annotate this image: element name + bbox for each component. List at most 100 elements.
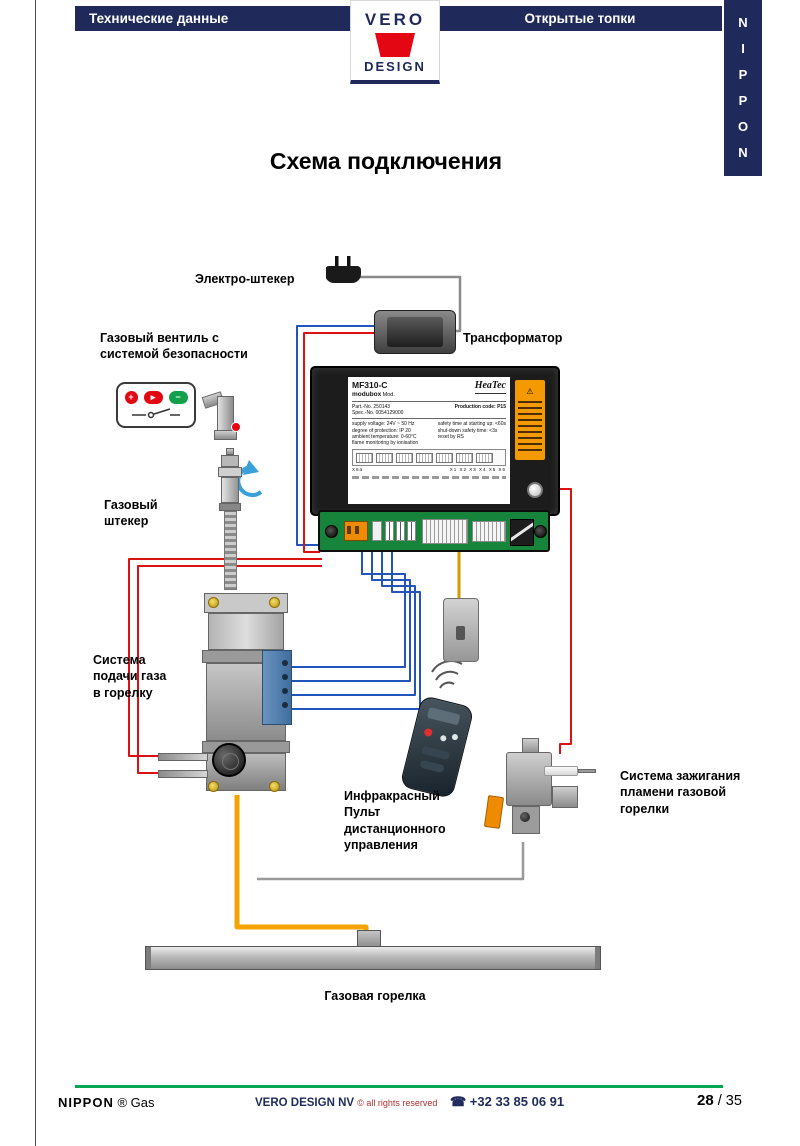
label-burner: Газовая горелка (324, 989, 426, 1003)
rotate-arrowhead-icon (243, 460, 259, 475)
ignition-unit (483, 734, 614, 846)
label-electro-plug: Электро-штекер (195, 272, 295, 286)
blue-terminal-3 (282, 688, 288, 694)
arrow-symbol-icon: ▸ (143, 391, 163, 404)
label-ignition: Система зажигания пламени газовой горелк… (620, 769, 741, 816)
ignition-valve-body (506, 752, 552, 806)
control-box-production-code: Production code: P15 (454, 403, 506, 410)
pin-connector-2 (396, 521, 405, 541)
transformer-device (374, 310, 456, 354)
valve-blue-wire-3 (292, 551, 416, 696)
footer-phone: ☎ +32 33 85 06 91 (450, 1094, 565, 1109)
switch-symbol-icon (132, 408, 180, 419)
terminal-labels-x1-x6: X1 X2 X3 X4 X5 X6 (449, 467, 506, 473)
control-box-mf310c: MF310-C modubox Mod. HeaTec Part.-No. 25… (310, 366, 560, 516)
remote-display (426, 706, 461, 726)
spark-plug-tip (578, 769, 596, 773)
footer-page-current: 28 (697, 1092, 714, 1109)
footer-company: VERO DESIGN NV © all rights reserved (255, 1097, 437, 1109)
header-tab-technical-data: Технические данные (75, 6, 352, 31)
nippon-vertical-banner: N I P P O N (724, 0, 762, 176)
header-tab-technical-data-label: Технические данные (89, 11, 229, 26)
bolt-bottom-left (208, 781, 219, 792)
electro-plug-icon (326, 256, 361, 283)
footer-page-total: / 35 (717, 1093, 742, 1109)
terminal-strip-pcb (318, 510, 550, 552)
gas-plug-device (216, 448, 246, 590)
bolt-top-left (208, 597, 219, 608)
remote-button-2 (451, 733, 459, 741)
header-tab-open-fireplaces-label: Открытые топки (524, 11, 636, 26)
spark-plug-ceramic (544, 766, 578, 776)
pin-connector-1 (385, 521, 394, 541)
strip-screw-left (325, 525, 338, 538)
warning-triangle-icon: ⚠ (526, 387, 534, 396)
header-tab-open-fireplaces: Открытые топки (438, 6, 722, 31)
label-transformer: Трансформатор (463, 331, 563, 345)
remote-rocker-1 (420, 745, 451, 761)
gas-hose-corrugated (224, 511, 237, 590)
ir-signal-arc-1 (439, 681, 455, 689)
gas-burner-bar (145, 946, 601, 970)
terminal-pictogram-row (352, 449, 506, 467)
transformer-core (387, 317, 443, 347)
control-box-submodel: modubox (352, 390, 382, 398)
valve-base (214, 430, 237, 440)
control-box-model: MF310-C (352, 380, 388, 390)
page-title: Схема подключения (269, 148, 503, 174)
terminal-label-x6a: X6a (352, 467, 364, 473)
orange-connector (344, 521, 368, 541)
ir-signal-arc-2 (435, 670, 459, 681)
ignition-red-wire-right (556, 488, 572, 754)
gas-supply-unit (202, 593, 292, 797)
sensor-slot (456, 626, 465, 640)
gray-control-cable (257, 842, 525, 881)
ignition-bolt (520, 812, 530, 822)
warning-sticker-text-lines (518, 401, 542, 455)
logo-design-text: DESIGN (364, 59, 426, 74)
reset-button (527, 482, 543, 498)
valve-red-button (231, 422, 241, 432)
gas-unit-upper-body (208, 613, 284, 650)
white-connector-small (372, 521, 382, 541)
ir-signal-arc-3 (431, 660, 463, 673)
control-box-label: MF310-C modubox Mod. HeaTec Part.-No. 25… (348, 377, 510, 504)
gas-unit-blue-connector (262, 650, 292, 725)
valve-blue-wire-2 (292, 551, 411, 682)
control-box-specs-left: supply voltage: 24V ~ 50 Hz degree of pr… (352, 421, 419, 446)
blue-terminal-2 (282, 674, 288, 680)
safety-pictogram-panel: + ▸ − (116, 382, 196, 428)
ignition-electrode-2 (158, 770, 208, 778)
vero-design-logo: VERO DESIGN (350, 0, 440, 84)
strip-screw-right (534, 525, 547, 538)
plus-symbol-icon: + (124, 391, 138, 404)
multipin-connector-right (472, 521, 506, 542)
logo-red-mark-icon (375, 33, 415, 57)
footer-nippon-gas: NIPPON ® Gas (58, 1095, 155, 1110)
dark-jumper-block (510, 519, 534, 546)
page-left-rule (35, 0, 36, 1146)
ignition-side-block (552, 786, 578, 808)
warning-sticker: ⚠ (515, 380, 545, 460)
label-gas-supply: Система подачи газа в горелку (93, 653, 167, 700)
pin-connector-3 (407, 521, 416, 541)
valve-blue-wire-1 (292, 551, 406, 668)
multipin-connector-wide (422, 519, 468, 544)
control-box-specs-right: safety time at starting up: <60s shut-do… (437, 421, 506, 440)
footer-nippon-suffix: ® Gas (117, 1095, 155, 1110)
gas-plug-collar (219, 503, 241, 511)
mains-cable-wire (360, 275, 462, 333)
transformer-blue-wire (296, 325, 378, 546)
remote-rocker-2 (419, 759, 445, 774)
remote-button-1 (439, 734, 447, 742)
label-gas-valve: Газовый вентиль с системой безопасности (100, 331, 248, 362)
footer-green-rule (75, 1085, 723, 1088)
remote-red-button (423, 727, 434, 738)
transformer-red-wire (303, 332, 378, 553)
label-gas-plug: Газовый штекер (104, 498, 158, 529)
gas-plug-nut (218, 467, 242, 477)
logo-vero-text: VERO (364, 10, 426, 29)
gas-unit-top-plate (204, 593, 288, 613)
ignition-lower-body (512, 806, 540, 834)
